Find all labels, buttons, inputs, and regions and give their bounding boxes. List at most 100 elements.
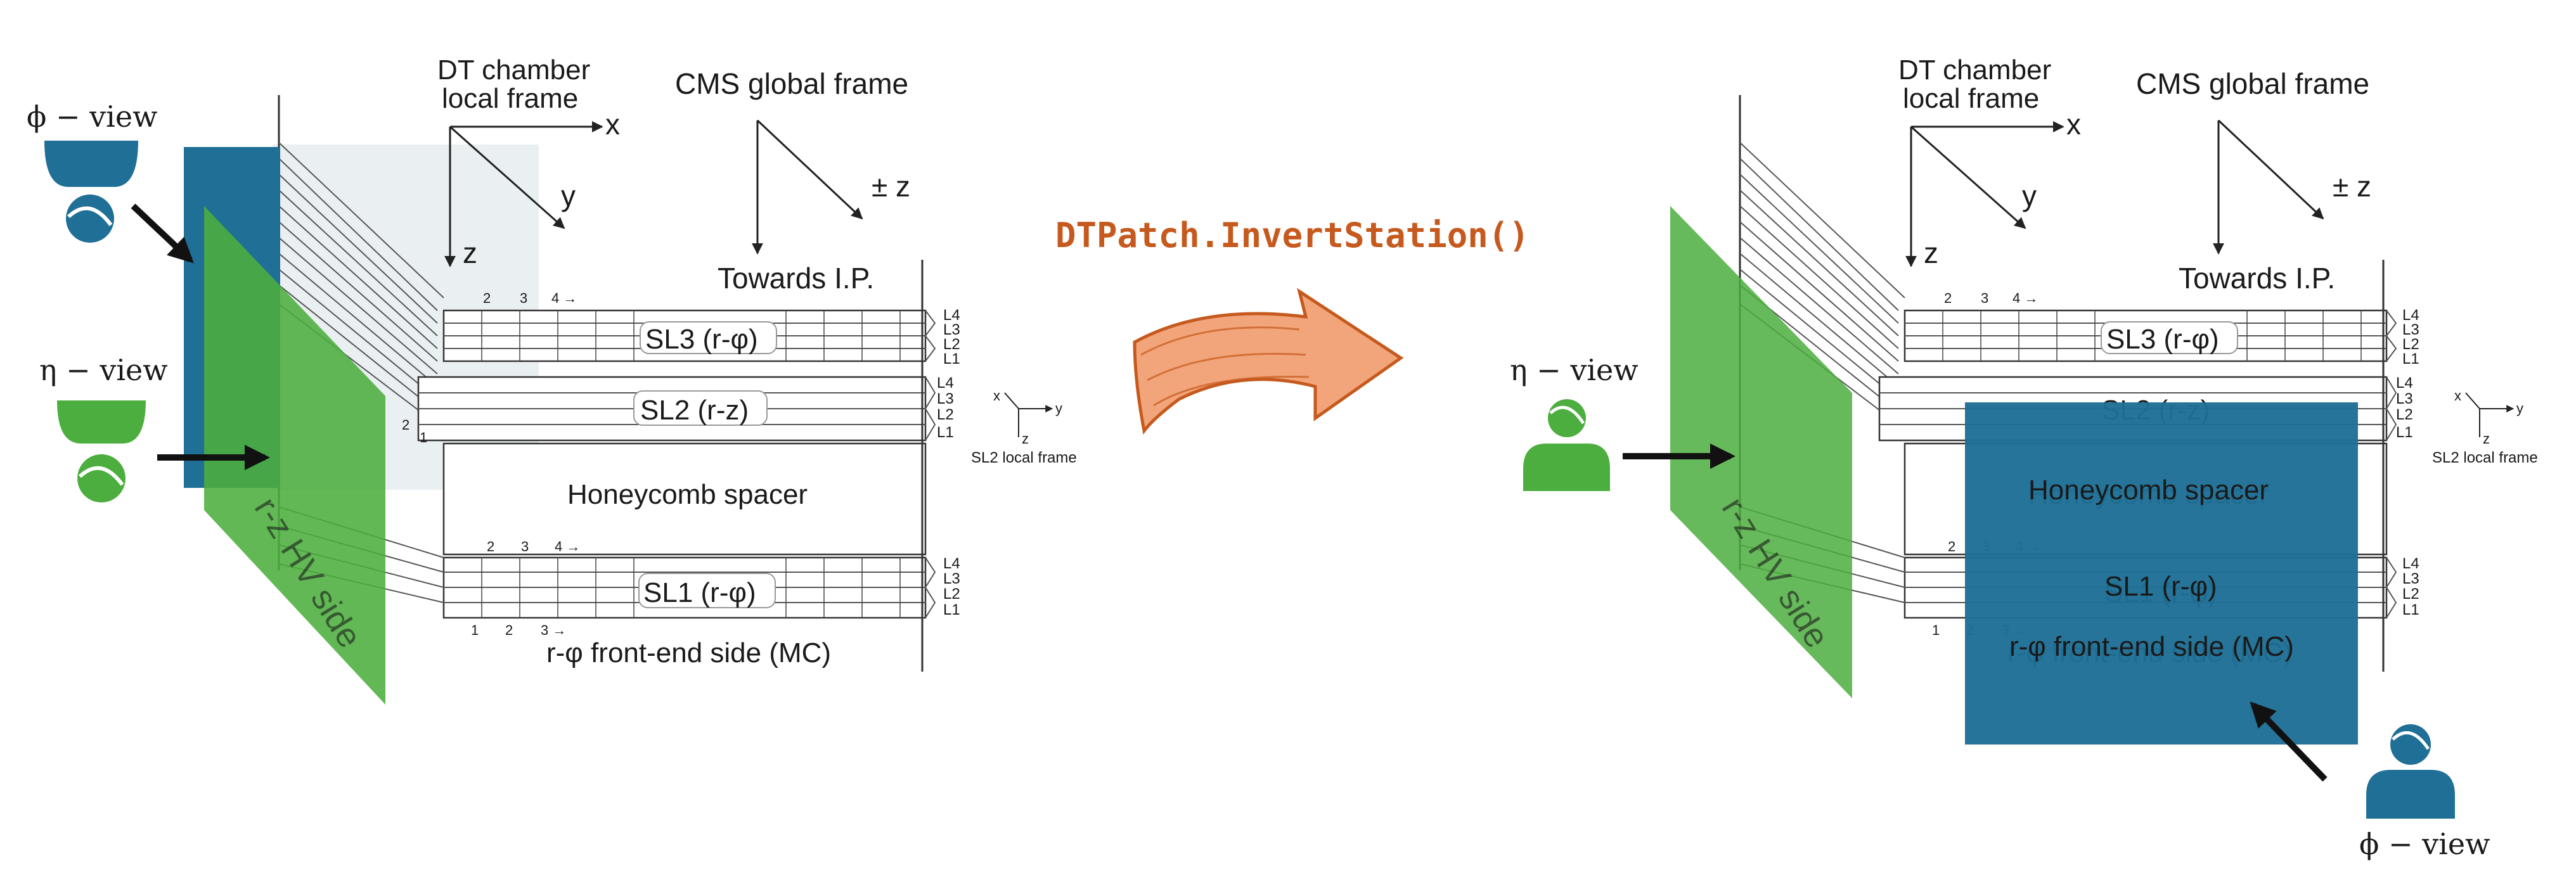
layer-label: L1 bbox=[937, 424, 954, 441]
dt-local-axes bbox=[444, 121, 603, 267]
layer-label: L3 bbox=[2396, 390, 2413, 407]
cell-number: 4 → bbox=[551, 290, 577, 306]
layer-label: L1 bbox=[2402, 350, 2419, 368]
transform-arrow bbox=[1133, 288, 1404, 435]
eta-view-plane-right bbox=[1670, 206, 1852, 698]
cell-number: 1 bbox=[420, 430, 427, 445]
cms-axis-label: ± z bbox=[872, 170, 910, 203]
cell-number: 4 → bbox=[2012, 290, 2038, 306]
phi-view-label: ϕ − view bbox=[27, 99, 157, 134]
frontend-ghost: r-φ front-end side (MC) bbox=[2009, 631, 2294, 662]
layer-labels-sl1-right: L4 L3 L2 L1 bbox=[2402, 555, 2419, 618]
cell-number: 2 bbox=[483, 290, 491, 306]
layer-label: L2 bbox=[2402, 336, 2419, 353]
layer-label: L2 bbox=[943, 336, 960, 353]
sl2-label: SL2 (r-z) bbox=[640, 395, 749, 426]
eta-view-plane bbox=[204, 206, 385, 705]
sl2-local-frame-right: y x z SL2 local frame bbox=[2432, 388, 2538, 466]
left-panel: L4 L3 L2 L1 L4 L3 L2 L1 L4 L3 L2 L1 2 3 … bbox=[27, 54, 1077, 705]
cell-number: 3 bbox=[520, 290, 527, 306]
cell-number: 2 bbox=[505, 622, 513, 638]
axis-x-label-right: x bbox=[2066, 108, 2081, 141]
layer-label: L4 bbox=[2396, 374, 2413, 392]
layer-label: L3 bbox=[943, 321, 960, 338]
cell-number: 3 → bbox=[541, 622, 566, 638]
sl2-axis-x: x bbox=[993, 388, 1000, 404]
axis-y-label: y bbox=[561, 179, 576, 212]
axis-z-label-right: z bbox=[1924, 236, 1938, 269]
sl3-label: SL3 (r-φ) bbox=[645, 324, 758, 355]
eta-view-label: η − view bbox=[39, 353, 168, 387]
dt-local-axes-right bbox=[1905, 121, 2064, 267]
layer-label: L1 bbox=[943, 350, 960, 368]
cell-number: 3 bbox=[521, 539, 529, 554]
layer-labels-sl1: L4 L3 L2 L1 bbox=[943, 555, 960, 618]
cms-axis-label-right: ± z bbox=[2333, 170, 2371, 203]
cell-number: 2 bbox=[487, 539, 494, 554]
cell-number: 1 bbox=[471, 622, 479, 638]
layer-label: L1 bbox=[943, 601, 960, 618]
cell-number: 2 bbox=[402, 417, 409, 433]
eta-viewer-icon-right bbox=[1523, 399, 1610, 491]
cell-number: 3 bbox=[1981, 290, 1988, 306]
sl2-local-frame: y x z SL2 local frame bbox=[971, 388, 1077, 466]
cell-number: 2 bbox=[1944, 290, 1952, 306]
cell-number: 1 bbox=[1932, 622, 1940, 638]
phi-view-label-right: ϕ − view bbox=[2359, 827, 2490, 861]
layer-label: L1 bbox=[2402, 601, 2419, 618]
cms-frame-label-right: CMS global frame bbox=[2136, 67, 2369, 100]
sl2-axis-x: x bbox=[2454, 388, 2461, 404]
sl1-label: SL1 (r-φ) bbox=[643, 577, 756, 608]
layer-label: L4 bbox=[943, 555, 960, 572]
sl2-frame-label: SL2 local frame bbox=[2432, 449, 2538, 466]
sl2-axis-z: z bbox=[1022, 431, 1029, 447]
layer-label: L1 bbox=[2396, 424, 2413, 441]
honeycomb-label: Honeycomb spacer bbox=[567, 479, 808, 510]
cms-axes-right bbox=[2213, 119, 2324, 255]
towards-ip-label: Towards I.P. bbox=[718, 262, 874, 295]
sl1-ghost: SL1 (r-φ) bbox=[2104, 571, 2217, 602]
layer-labels-sl3-right: L4 L3 L2 L1 bbox=[2402, 307, 2419, 368]
invert-station-code: DTPatch.InvertStation() bbox=[1055, 215, 1530, 255]
eta-view-label-right: η − view bbox=[1510, 353, 1639, 387]
layer-labels-sl3: L4 L3 L2 L1 bbox=[943, 307, 960, 368]
honeycomb-ghost: Honeycomb spacer bbox=[2028, 475, 2269, 506]
phi-viewer-icon bbox=[44, 141, 138, 243]
cell-number: 4 → bbox=[555, 539, 580, 554]
layer-label: L4 bbox=[2402, 555, 2419, 572]
sl3-label-right: SL3 (r-φ) bbox=[2106, 324, 2219, 355]
layer-label: L4 bbox=[937, 374, 954, 392]
layer-label: L3 bbox=[2402, 321, 2419, 338]
layer-label: L2 bbox=[943, 585, 960, 603]
dt-frame-label-2: local frame bbox=[442, 83, 578, 114]
layer-label: L3 bbox=[2402, 570, 2419, 587]
phi-view-plane-right bbox=[1965, 402, 2358, 745]
layer-label: L4 bbox=[943, 307, 960, 324]
sl2-axis-y: y bbox=[2516, 400, 2523, 416]
layer-label: L2 bbox=[2402, 585, 2419, 603]
cms-frame-label: CMS global frame bbox=[675, 67, 908, 100]
frontend-label: r-φ front-end side (MC) bbox=[546, 637, 831, 668]
dt-frame-label-1-right: DT chamber bbox=[1898, 54, 2051, 86]
axis-y-label-right: y bbox=[2022, 179, 2037, 212]
sl2-frame-label: SL2 local frame bbox=[971, 449, 1077, 466]
layer-label: L3 bbox=[937, 390, 954, 407]
cell-number: 2 bbox=[1948, 539, 1955, 554]
layer-label: L2 bbox=[937, 406, 954, 423]
phi-viewer-icon-right bbox=[2366, 724, 2455, 819]
dt-frame-label-1: DT chamber bbox=[437, 54, 590, 86]
eta-viewer-icon bbox=[57, 400, 146, 502]
towards-ip-label-right: Towards I.P. bbox=[2179, 262, 2335, 295]
right-panel: L4 L3 L2 L1 L4 L3 L2 L1 L4 L3 L2 L1 2 3 … bbox=[1510, 54, 2538, 861]
layer-labels-sl2: L4 L3 L2 L1 bbox=[937, 374, 954, 441]
sl2-axis-z: z bbox=[2483, 431, 2490, 447]
layer-label: L4 bbox=[2402, 307, 2419, 324]
dt-frame-label-2-right: local frame bbox=[1903, 83, 2039, 114]
cms-axes bbox=[752, 119, 863, 255]
sl2-axis-y: y bbox=[1055, 400, 1062, 416]
layer-labels-sl2-right: L4 L3 L2 L1 bbox=[2396, 374, 2413, 441]
layer-label: L2 bbox=[2396, 406, 2413, 423]
layer-label: L3 bbox=[943, 570, 960, 587]
axis-z-label: z bbox=[463, 236, 477, 269]
